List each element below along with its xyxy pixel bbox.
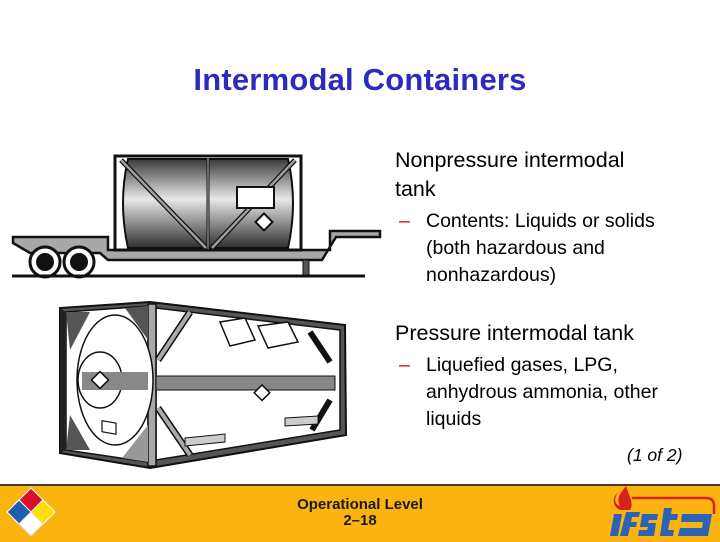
sub-bullet-liquefied: – Liquefied gases, LPG, anhydrous ammoni… [395,352,715,433]
slide-title: Intermodal Containers [193,62,527,97]
bullet-nonpressure: Nonpressure intermodal tank – Contents: … [395,146,715,289]
ifsta-logo [610,486,716,536]
sub-line: Liquefied gases, LPG, [426,354,618,376]
sub-line: Contents: Liquids or solids [426,210,655,232]
sub-line: nonhazardous) [426,264,557,286]
dash-bullet-icon: – [399,210,410,232]
footer-bar [0,484,720,542]
sub-line: liquids [426,408,482,430]
heading-line: tank [395,177,436,201]
footer-level: Operational Level [297,496,423,513]
bullet-heading-pressure: Pressure intermodal tank [395,321,634,345]
pressure-tank-illustration [59,300,348,470]
bullet-pressure: Pressure intermodal tank – Liquefied gas… [395,319,715,433]
hazmat-diamond-icon [6,487,56,537]
page-indicator: (1 of 2) [627,445,683,465]
bullet-heading-nonpressure: Nonpressure intermodal tank [395,146,715,204]
sub-bullet-contents: – Contents: Liquids or solids (both haza… [395,208,715,289]
sub-line: (both hazardous and [426,237,605,259]
bullet-list: Nonpressure intermodal tank – Contents: … [395,146,715,433]
heading-line: Nonpressure intermodal [395,148,625,172]
sub-line: anhydrous ammonia, other [426,381,658,403]
dash-bullet-icon: – [399,354,410,376]
nonpressure-tank-illustration [11,154,382,279]
footer-page-number: 2–18 [343,512,377,529]
footer-text: Operational Level 2–18 [0,497,720,529]
